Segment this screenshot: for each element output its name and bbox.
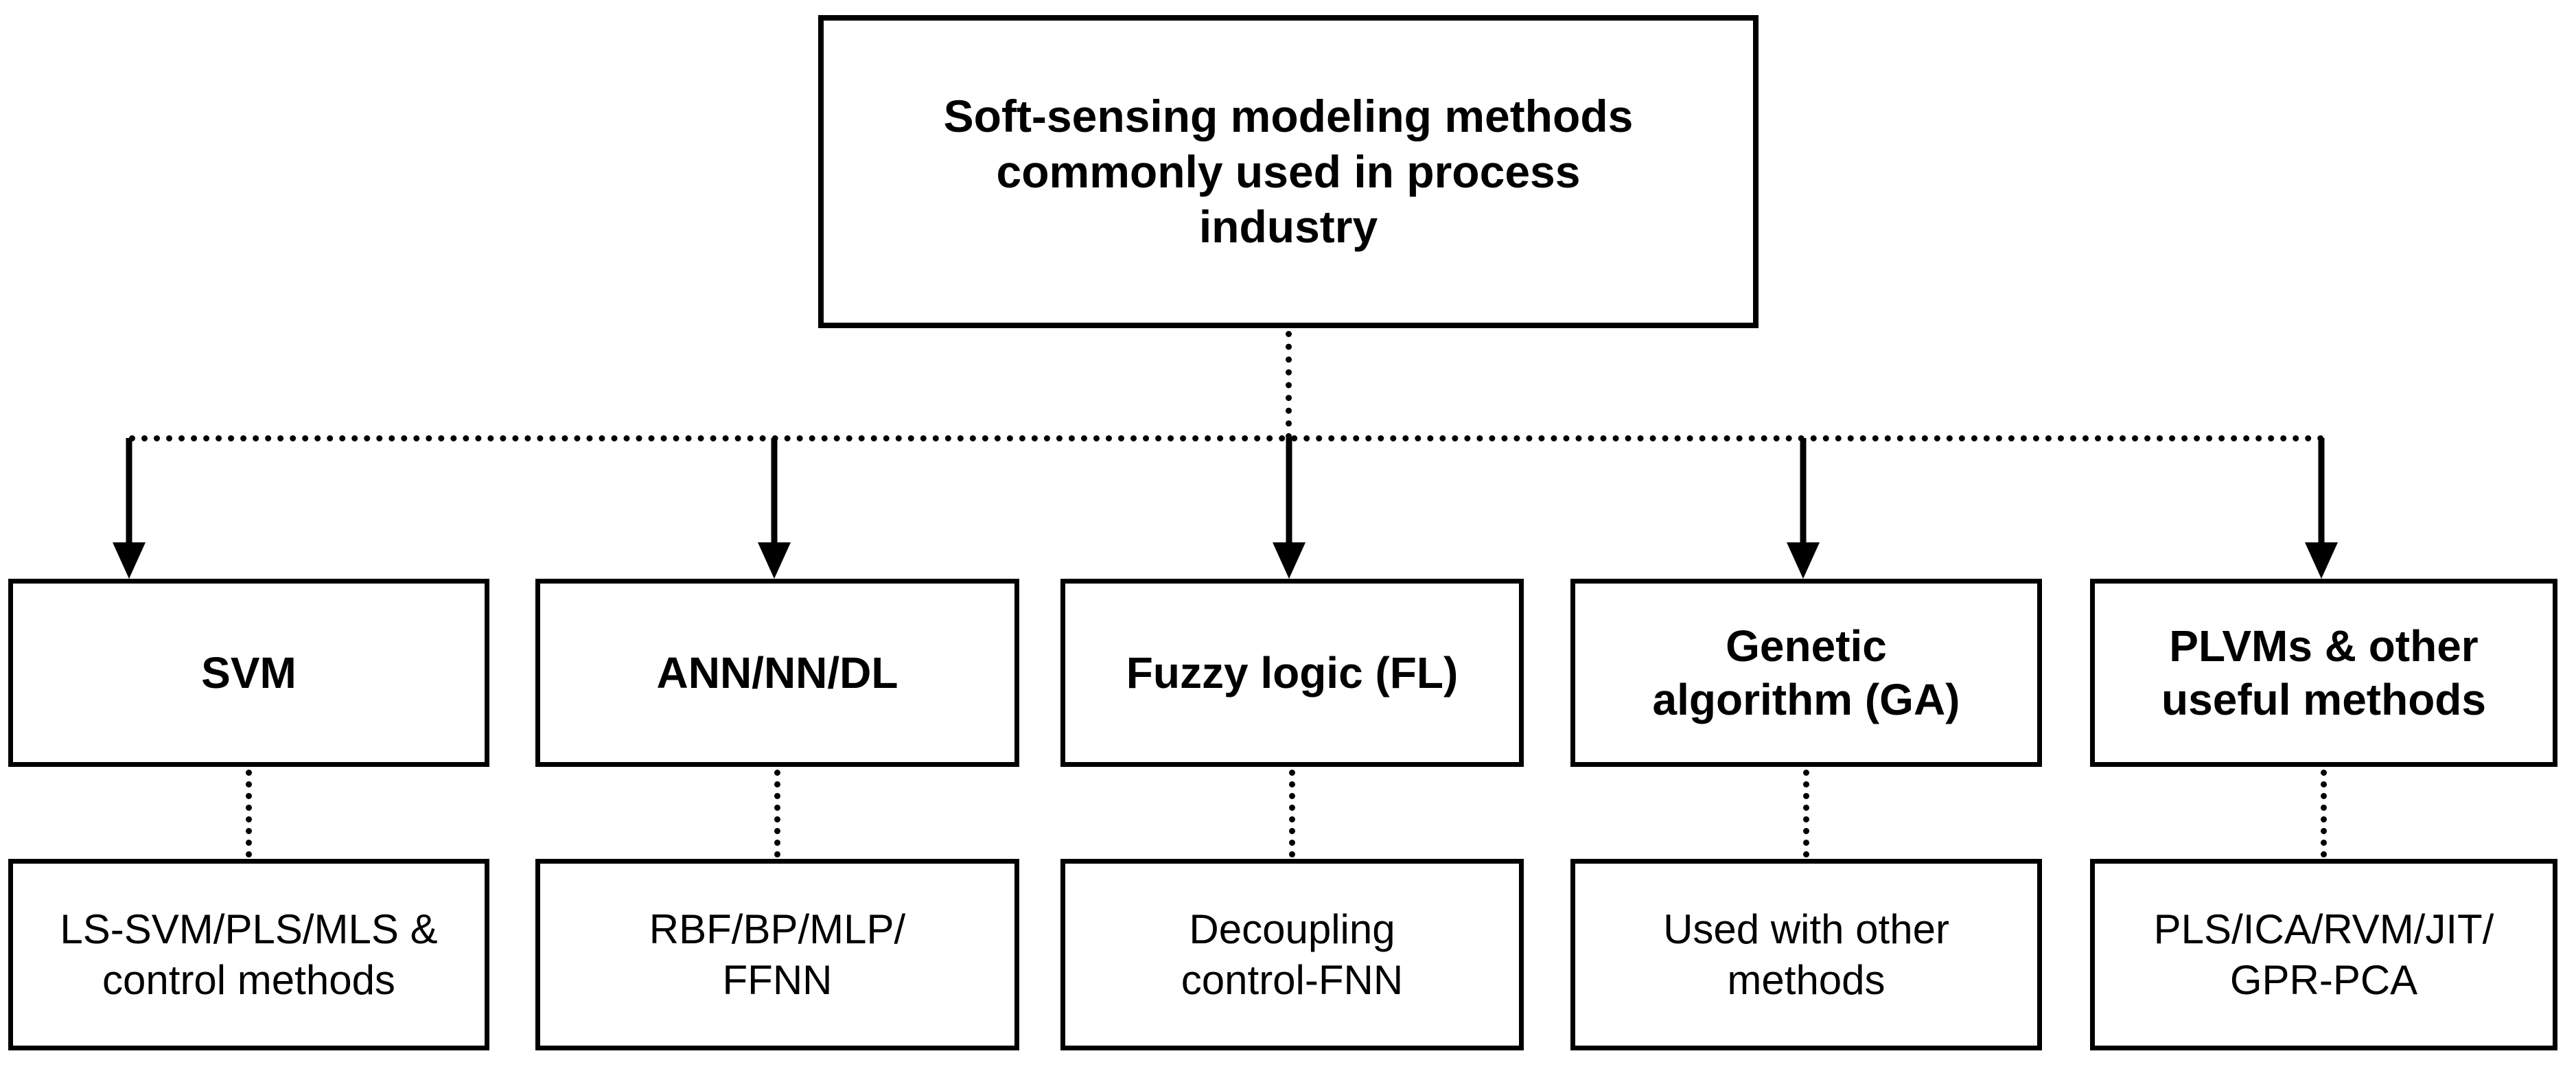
arrow-to-method-3	[1783, 438, 1824, 581]
root-trunk-dotted-connector	[1286, 331, 1292, 439]
arrow-to-method-4	[2301, 438, 2342, 581]
method-node-label: ANN/NN/DL	[656, 647, 898, 698]
detail-node-label: Used with other methods	[1663, 906, 1949, 1003]
arrow-to-method-1	[754, 438, 795, 581]
dotted-connector-column-1	[774, 770, 780, 857]
dotted-connector-column-4	[2321, 770, 2327, 857]
method-node-ann[interactable]: ANN/NN/DL	[535, 579, 1019, 767]
arrow-to-method-2	[1268, 438, 1310, 581]
dotted-connector-column-3	[1803, 770, 1809, 857]
detail-node-ann[interactable]: RBF/BP/MLP/ FFNN	[535, 859, 1019, 1050]
method-node-genetic-algorithm[interactable]: Genetic algorithm (GA)	[1570, 579, 2042, 767]
detail-node-label: PLS/ICA/RVM/JIT/ GPR-PCA	[2153, 906, 2494, 1003]
method-node-label: SVM	[201, 647, 297, 698]
method-node-plvms[interactable]: PLVMs & other useful methods	[2090, 579, 2557, 767]
detail-node-svm[interactable]: LS-SVM/PLS/MLS & control methods	[8, 859, 489, 1050]
detail-node-plvms[interactable]: PLS/ICA/RVM/JIT/ GPR-PCA	[2090, 859, 2557, 1050]
method-node-svm[interactable]: SVM	[8, 579, 489, 767]
detail-node-label: LS-SVM/PLS/MLS & control methods	[60, 906, 438, 1003]
dotted-connector-column-2	[1289, 770, 1295, 857]
detail-node-fuzzy-logic[interactable]: Decoupling control-FNN	[1060, 859, 1524, 1050]
detail-node-label: Decoupling control-FNN	[1181, 906, 1404, 1003]
method-node-label: Fuzzy logic (FL)	[1126, 647, 1459, 698]
method-node-fuzzy-logic[interactable]: Fuzzy logic (FL)	[1060, 579, 1524, 767]
method-node-label: Genetic algorithm (GA)	[1652, 621, 1960, 724]
root-node[interactable]: Soft-sensing modeling methods commonly u…	[818, 15, 1759, 328]
root-node-label: Soft-sensing modeling methods commonly u…	[943, 91, 1634, 253]
detail-node-genetic-algorithm[interactable]: Used with other methods	[1570, 859, 2042, 1050]
arrow-to-method-0	[108, 438, 150, 581]
detail-node-label: RBF/BP/MLP/ FFNN	[649, 906, 906, 1003]
horizontal-dotted-bus	[129, 435, 2325, 441]
dotted-connector-column-0	[246, 770, 252, 857]
method-node-label: PLVMs & other useful methods	[2161, 621, 2486, 724]
